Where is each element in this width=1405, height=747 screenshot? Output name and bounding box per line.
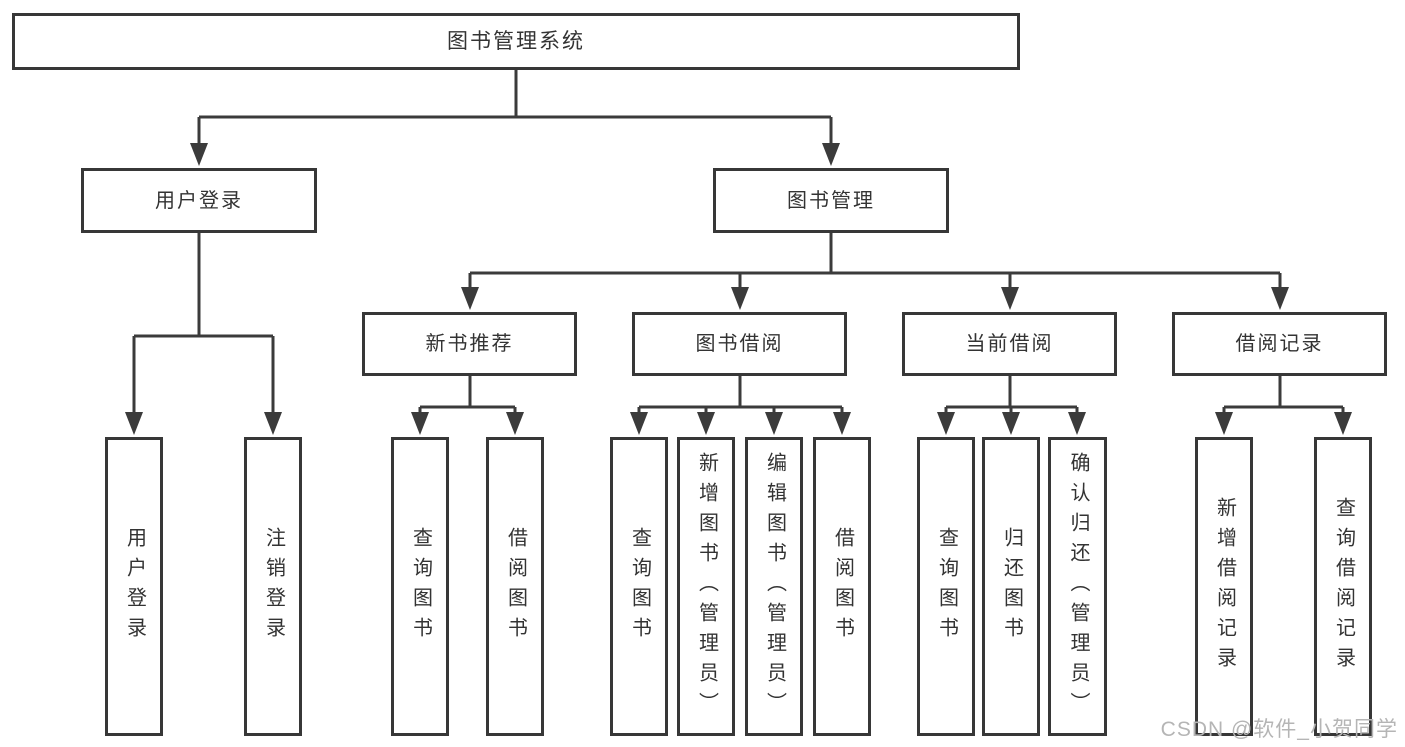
- leaf-confirm-return-admin: 确认归还（管理员）: [1048, 437, 1107, 736]
- leaf-borrowing-borrow-books-label: 借阅图书: [831, 526, 854, 647]
- node-root: 图书管理系统: [12, 13, 1020, 70]
- leaf-recommend-borrow-books-label: 借阅图书: [504, 526, 527, 647]
- node-book-borrowing-label: 图书借阅: [695, 333, 784, 355]
- node-book-management: 图书管理: [713, 168, 949, 233]
- leaf-query-borrow-record-label: 查询借阅记录: [1332, 496, 1355, 677]
- leaf-add-books-admin-label: 新增图书（管理员）: [695, 451, 718, 722]
- node-book-borrowing: 图书借阅: [632, 312, 847, 376]
- node-borrow-records-label: 借阅记录: [1235, 333, 1324, 355]
- leaf-user-login-label: 用户登录: [123, 526, 146, 647]
- leaf-current-query-books: 查询图书: [917, 437, 975, 736]
- leaf-confirm-return-admin-label: 确认归还（管理员）: [1067, 451, 1089, 722]
- leaf-add-borrow-record-label: 新增借阅记录: [1213, 496, 1236, 677]
- leaf-user-login: 用户登录: [105, 437, 163, 736]
- leaf-return-books: 归还图书: [982, 437, 1040, 736]
- leaf-recommend-query-books-label: 查询图书: [409, 526, 432, 647]
- leaf-borrowing-query-books-label: 查询图书: [628, 526, 651, 647]
- node-new-book-recommend: 新书推荐: [362, 312, 577, 376]
- leaf-current-query-books-label: 查询图书: [935, 526, 958, 647]
- node-user-login: 用户登录: [81, 168, 317, 233]
- leaf-edit-books-admin: 编辑图书（管理员）: [745, 437, 803, 736]
- leaf-recommend-borrow-books: 借阅图书: [486, 437, 544, 736]
- node-user-login-label: 用户登录: [155, 189, 243, 212]
- leaf-add-borrow-record: 新增借阅记录: [1195, 437, 1253, 736]
- node-new-book-recommend-label: 新书推荐: [425, 333, 514, 355]
- node-root-label: 图书管理系统: [447, 30, 585, 53]
- node-current-borrowing: 当前借阅: [902, 312, 1117, 376]
- leaf-query-borrow-record: 查询借阅记录: [1314, 437, 1372, 736]
- leaf-recommend-query-books: 查询图书: [391, 437, 449, 736]
- node-borrow-records: 借阅记录: [1172, 312, 1387, 376]
- leaf-logout: 注销登录: [244, 437, 302, 736]
- leaf-logout-label: 注销登录: [262, 526, 285, 647]
- leaf-borrowing-borrow-books: 借阅图书: [813, 437, 871, 736]
- leaf-borrowing-query-books: 查询图书: [610, 437, 668, 736]
- leaf-return-books-label: 归还图书: [1000, 526, 1023, 647]
- leaf-add-books-admin: 新增图书（管理员）: [677, 437, 735, 736]
- leaf-edit-books-admin-label: 编辑图书（管理员）: [763, 451, 786, 722]
- csdn-watermark: CSDN @软件_小贺同学: [1160, 718, 1398, 741]
- node-current-borrowing-label: 当前借阅: [965, 333, 1054, 355]
- node-book-management-label: 图书管理: [787, 189, 875, 212]
